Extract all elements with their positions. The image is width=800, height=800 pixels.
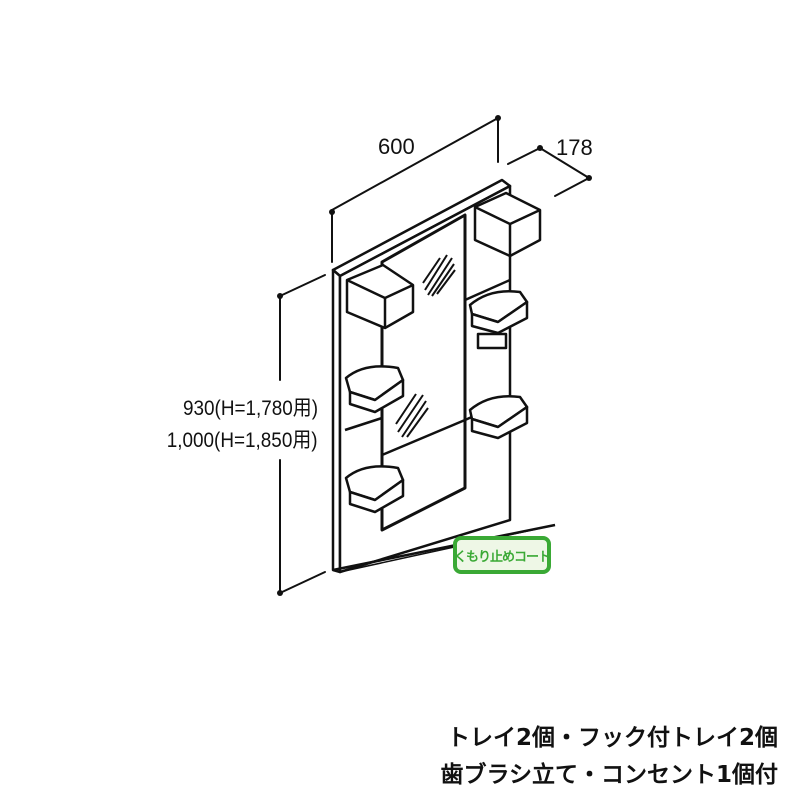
width-dimension-line bbox=[331, 117, 499, 263]
caption-line-1: トレイ2個・フック付トレイ2個 bbox=[446, 725, 778, 751]
height-label-1780: 930(H=1,780用) bbox=[182, 397, 318, 420]
height-dimension-line bbox=[279, 274, 326, 594]
width-label: 600 bbox=[378, 134, 415, 159]
badge-label: くもり止めコート bbox=[454, 549, 551, 565]
depth-dimension-line bbox=[507, 147, 590, 197]
caption-line-2: 歯ブラシ立て・コンセント1個付 bbox=[440, 762, 778, 788]
depth-label: 178 bbox=[556, 135, 593, 160]
height-label-1850: 1,000(H=1,850用) bbox=[167, 429, 318, 452]
mirror-reflection-hatch bbox=[395, 254, 456, 438]
trays bbox=[344, 191, 542, 514]
toothbrush-holder bbox=[345, 191, 542, 330]
outlet bbox=[476, 332, 508, 350]
cabinet-body bbox=[331, 178, 556, 574]
anti-fog-coating-badge: くもり止めコート bbox=[453, 536, 551, 574]
